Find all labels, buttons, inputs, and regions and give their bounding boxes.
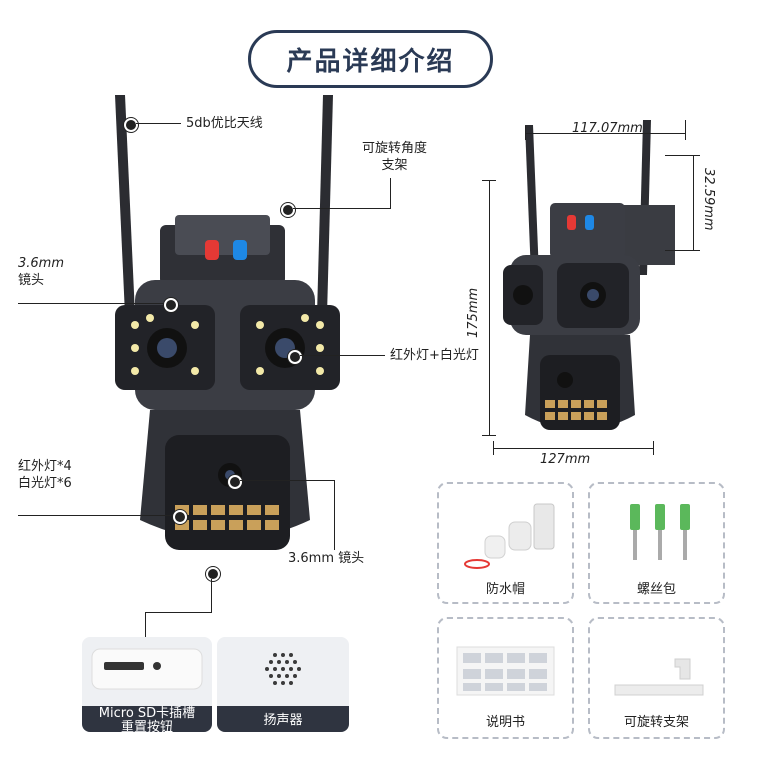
bracket-label: 可旋转角度 支架 xyxy=(362,140,427,174)
dim-height-line xyxy=(489,180,490,435)
bracket-label-line1: 可旋转角度 xyxy=(362,141,428,156)
ir-count-label-line1: 红外灯*4 xyxy=(18,459,72,474)
lens-left-label-line1: 3.6mm xyxy=(18,256,65,271)
ir-white-label: 红外灯+白光灯 xyxy=(390,348,479,363)
sd-callout-dot xyxy=(206,567,220,581)
feature-label-sd: Micro SD卡插槽 重置按钮 xyxy=(82,706,212,732)
lens-bottom-callout-line-v xyxy=(334,480,335,550)
bracket-label-line2: 支架 xyxy=(381,158,408,173)
dim-height-tick-bottom xyxy=(482,435,496,436)
ir-count-label-line2: 白光灯*6 xyxy=(18,476,72,491)
dim-width-bottom-tick-right xyxy=(653,441,654,455)
bracket-callout-dot xyxy=(281,203,295,217)
speaker-icon xyxy=(265,653,301,685)
dim-depth-line xyxy=(693,155,694,250)
ir-count-label: 红外灯*4 白光灯*6 xyxy=(18,458,72,492)
lens-left-callout-dot xyxy=(164,298,178,312)
dim-width-top-line xyxy=(525,133,685,134)
accessory-card-bracket: 可旋转支架 xyxy=(588,617,725,739)
accessory-card-manual: 说明书 xyxy=(437,617,574,739)
dim-depth-tick-bottom xyxy=(665,250,700,251)
sd-callout-line-v xyxy=(211,579,212,612)
sd-callout-line-v2 xyxy=(145,612,146,638)
accessory-card-screws: 螺丝包 xyxy=(588,482,725,604)
antenna-label: 5db优比天线 xyxy=(186,116,263,131)
ir-count-callout-line xyxy=(18,515,176,516)
bracket-callout-line-h xyxy=(293,208,391,209)
sd-slot-icon xyxy=(91,648,203,690)
feature-label-sd-line2: 重置按钮 xyxy=(120,720,173,733)
ir-white-callout-line xyxy=(300,355,385,356)
dimension-camera-illustration xyxy=(503,120,675,430)
dim-width-bottom-tick-left xyxy=(493,441,494,455)
ir-count-callout-dot xyxy=(173,510,187,524)
lens-left-callout-line xyxy=(18,303,168,304)
accessory-label-bracket: 可旋转支架 xyxy=(623,715,689,730)
manual-icon xyxy=(456,646,555,696)
accessory-card-cap: 防水帽 xyxy=(437,482,574,604)
lens-left-label-line2: 镜头 xyxy=(18,273,45,288)
antenna-callout-dot xyxy=(124,118,138,132)
bracket-icon xyxy=(614,658,704,696)
dim-width-bottom-line xyxy=(493,448,653,449)
dim-height-label: 175mm xyxy=(466,287,481,338)
accessory-label-manual: 说明书 xyxy=(485,715,525,730)
feature-label-speaker: 扬声器 xyxy=(217,706,349,732)
sd-callout-line-h xyxy=(145,612,212,613)
dim-height-tick-top xyxy=(482,180,496,181)
dim-width-top-tick-left xyxy=(525,126,526,140)
lens-left-label: 3.6mm 镜头 xyxy=(18,255,64,289)
accessory-label-screws: 螺丝包 xyxy=(636,582,676,597)
main-camera-illustration xyxy=(115,95,340,550)
dim-depth-tick-top xyxy=(665,155,700,156)
feature-label-sd-line1: Micro SD卡插槽 xyxy=(98,706,196,721)
accessory-label-cap: 防水帽 xyxy=(485,582,525,597)
dim-width-top-tick-right xyxy=(685,120,686,140)
dim-width-top-label: 117.07mm xyxy=(572,121,643,136)
ir-white-callout-dot xyxy=(288,350,302,364)
lens-bottom-label: 3.6mm 镜头 xyxy=(288,551,365,566)
dim-width-bottom-label: 127mm xyxy=(540,452,591,467)
dim-depth-label: 32.59mm xyxy=(701,168,716,231)
screw-pack-icon xyxy=(630,504,690,560)
lens-bottom-callout-dot xyxy=(228,475,242,489)
bracket-callout-line-v xyxy=(390,178,391,209)
feature-card-sd: Micro SD卡插槽 重置按钮 xyxy=(82,637,212,732)
waterproof-cap-icon xyxy=(464,503,555,569)
lens-bottom-callout-line-h xyxy=(240,480,335,481)
antenna-callout-line xyxy=(136,123,181,124)
page-title: 产品详细介绍 xyxy=(248,30,493,88)
feature-card-speaker: 扬声器 xyxy=(217,637,349,732)
